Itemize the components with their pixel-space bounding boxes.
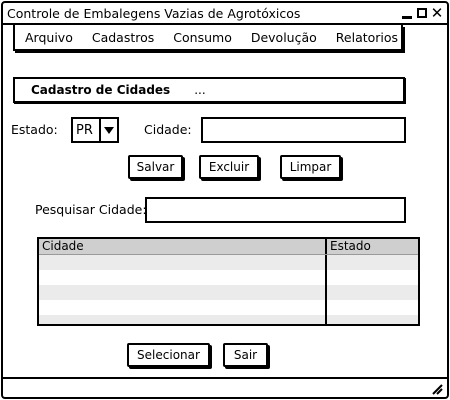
section-ellipsis: ... (194, 83, 206, 97)
table-row[interactable] (39, 270, 418, 285)
estado-select[interactable]: PR (71, 117, 119, 143)
table-row[interactable] (39, 315, 418, 324)
cidade-label: Cidade: (144, 122, 192, 137)
cities-table: Cidade Estado (37, 237, 420, 326)
pesquisar-cidade-label: Pesquisar Cidade: (35, 202, 147, 217)
menu-item-arquivo[interactable]: Arquivo (25, 29, 73, 45)
dropdown-arrow-icon[interactable] (101, 119, 117, 141)
menu-item-devolucao[interactable]: Devolução (250, 29, 317, 45)
menu-item-consumo[interactable]: Consumo (173, 29, 232, 45)
limpar-button[interactable]: Limpar (280, 155, 341, 179)
table-header: Cidade Estado (39, 239, 418, 255)
table-row[interactable] (39, 300, 418, 315)
column-header-cidade[interactable]: Cidade (39, 239, 327, 254)
menu-item-cadastros[interactable]: Cadastros (91, 29, 155, 45)
section-header: Cadastro de Cidades ... (13, 77, 405, 103)
title-bar: Controle de Embalegens Vazias de Agrotóx… (3, 3, 447, 25)
table-body[interactable] (39, 255, 418, 324)
menu-bar: Arquivo Cadastros Consumo Devolução Rela… (13, 25, 403, 51)
cidade-input[interactable] (201, 117, 406, 143)
estado-label: Estado: (11, 122, 58, 137)
estado-selected-value: PR (73, 119, 101, 141)
status-bar (3, 377, 447, 397)
maximize-icon[interactable] (416, 6, 428, 20)
column-header-estado[interactable]: Estado (330, 239, 371, 253)
window-controls: ✕ (401, 5, 443, 21)
menu-item-relatorios[interactable]: Relatorios (335, 29, 399, 45)
table-row[interactable] (39, 285, 418, 300)
resize-grip-icon[interactable] (431, 383, 443, 395)
section-title: Cadastro de Cidades (31, 83, 171, 97)
pesquisar-cidade-input[interactable] (145, 197, 406, 223)
salvar-button[interactable]: Salvar (128, 155, 183, 179)
table-row[interactable] (39, 255, 418, 270)
window-title: Controle de Embalegens Vazias de Agrotóx… (7, 6, 301, 21)
close-icon[interactable]: ✕ (430, 4, 444, 22)
sair-button[interactable]: Sair (223, 343, 268, 367)
excluir-button[interactable]: Excluir (199, 155, 259, 179)
minimize-icon[interactable] (401, 6, 413, 20)
selecionar-button[interactable]: Selecionar (127, 343, 210, 367)
